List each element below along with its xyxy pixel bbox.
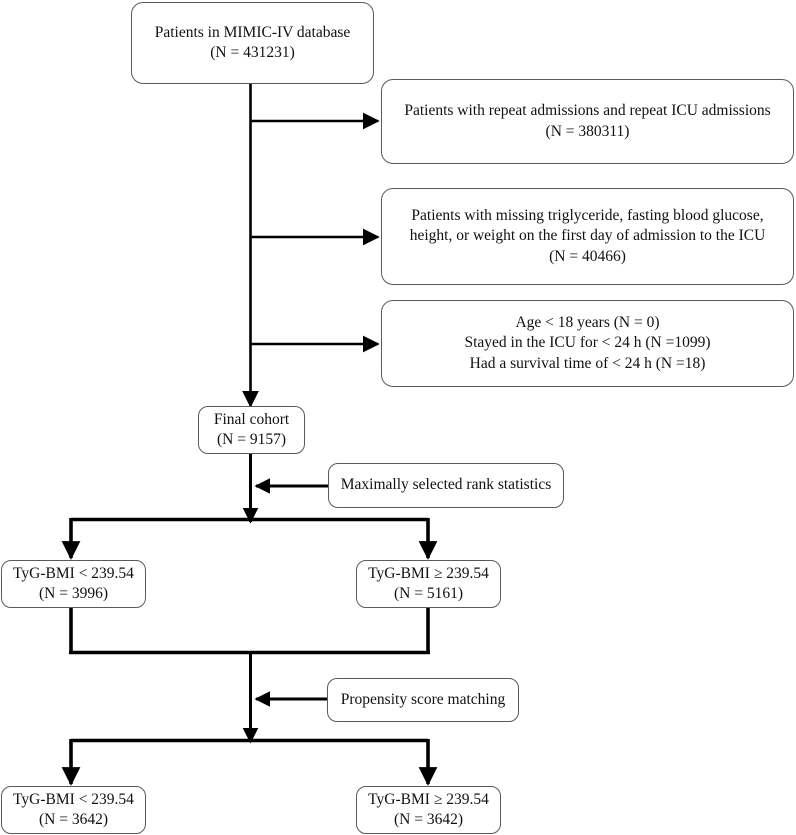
source-cohort-line-1: Patients in MIMIC-IV database <box>154 23 351 41</box>
node-source-cohort: Patients in MIMIC-IV database (N = 43123… <box>131 2 374 84</box>
group-low-pre-label: TyG-BMI < 239.54 <box>13 564 134 582</box>
node-exclusion-missing-data: Patients with missing triglyceride, fast… <box>381 188 794 285</box>
node-method-maxstat: Maximally selected rank statistics <box>328 463 564 508</box>
group-low-post-label: TyG-BMI < 239.54 <box>13 790 134 808</box>
exclusion-missing-count: (N = 40466) <box>549 247 626 265</box>
node-group-high-pre-matching: TyG-BMI ≥ 239.54 (N = 5161) <box>356 560 501 608</box>
group-low-post-count: (N = 3642) <box>38 811 108 828</box>
node-final-cohort: Final cohort (N = 9157) <box>198 406 305 454</box>
exclusion-other-line-3: Had a survival time of < 24 h (N =18) <box>469 354 706 372</box>
group-high-post-count: (N = 3642) <box>393 811 463 828</box>
final-cohort-label: Final cohort <box>213 410 290 428</box>
source-cohort-count: (N = 431231) <box>210 44 295 61</box>
exclusion-repeat-count: (N = 380311) <box>545 122 630 140</box>
node-group-low-post-matching: TyG-BMI < 239.54 (N = 3642) <box>1 786 146 834</box>
group-low-pre-count: (N = 3996) <box>38 585 108 602</box>
final-cohort-count: (N = 9157) <box>216 431 286 448</box>
group-high-pre-count: (N = 5161) <box>393 585 463 602</box>
method-psm-label: Propensity score matching <box>340 690 506 708</box>
node-method-psm: Propensity score matching <box>327 678 519 722</box>
group-high-pre-label: TyG-BMI ≥ 239.54 <box>368 564 489 582</box>
exclusion-repeat-line-1: Patients with repeat admissions and repe… <box>404 102 771 120</box>
group-high-post-label: TyG-BMI ≥ 239.54 <box>368 790 489 808</box>
node-group-low-pre-matching: TyG-BMI < 239.54 (N = 3996) <box>1 560 146 608</box>
node-group-high-post-matching: TyG-BMI ≥ 239.54 (N = 3642) <box>356 786 501 834</box>
exclusion-other-line-1: Age < 18 years (N = 0) <box>515 313 660 331</box>
exclusion-missing-line-2: height, or weight on the first day of ad… <box>409 227 766 245</box>
exclusion-missing-line-1: Patients with missing triglyceride, fast… <box>411 206 764 224</box>
method-maxstat-label: Maximally selected rank statistics <box>340 476 552 494</box>
exclusion-other-line-2: Stayed in the ICU for < 24 h (N =1099) <box>464 334 711 352</box>
node-exclusion-repeat-admissions: Patients with repeat admissions and repe… <box>381 79 794 164</box>
node-exclusion-other-criteria: Age < 18 years (N = 0) Stayed in the ICU… <box>381 300 794 387</box>
